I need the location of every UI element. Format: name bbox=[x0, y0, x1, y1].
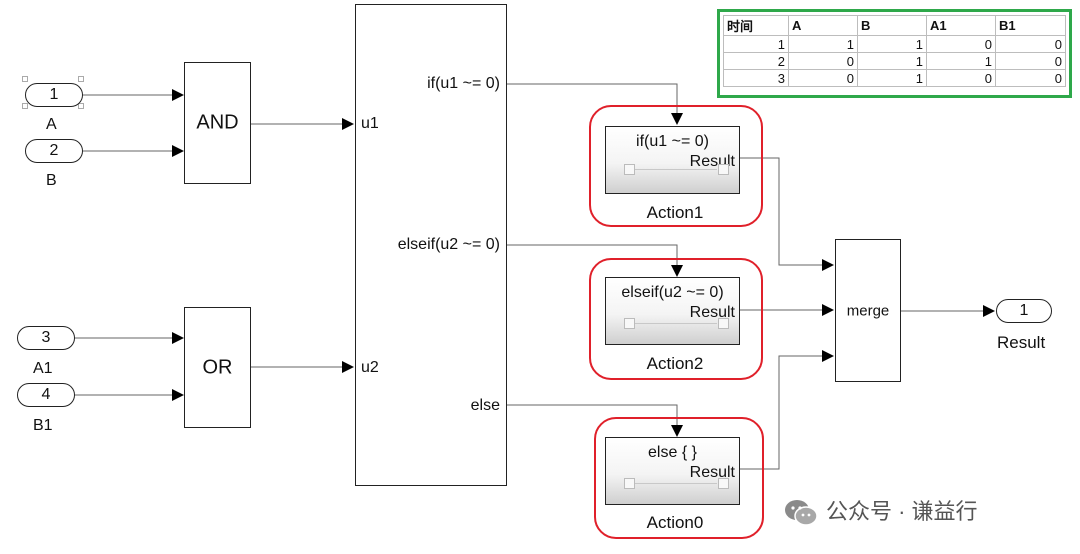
inport-2[interactable]: 2 bbox=[25, 139, 83, 163]
mini-line bbox=[635, 483, 717, 484]
table-header-cell: A bbox=[788, 15, 858, 36]
line-elseif-action2 bbox=[507, 244, 683, 277]
table-cell: 1 bbox=[857, 69, 927, 87]
table-header-cell: A1 bbox=[926, 15, 996, 36]
table-cell: 1 bbox=[788, 35, 858, 53]
table-row: 2 0 1 1 0 bbox=[723, 52, 1066, 70]
mini-outport-icon bbox=[718, 318, 729, 329]
action1-name: Action1 bbox=[646, 203, 704, 222]
mini-inport-icon bbox=[624, 164, 635, 175]
truth-table: 时间 A B A1 B1 1 1 1 0 0 2 0 1 1 0 3 0 1 0… bbox=[723, 15, 1066, 87]
watermark: 公众号 · 谦益行 bbox=[784, 494, 978, 527]
if-block[interactable]: u1 u2 if(u1 ~= 0) elseif(u2 ~= 0) else bbox=[355, 4, 507, 486]
table-cell: 0 bbox=[788, 52, 858, 70]
and-block[interactable]: AND bbox=[184, 62, 251, 184]
truth-table-panel: 时间 A B A1 B1 1 1 1 0 0 2 0 1 1 0 3 0 1 0… bbox=[717, 9, 1072, 98]
table-cell: 1 bbox=[857, 35, 927, 53]
or-block-label: OR bbox=[202, 356, 233, 378]
highlight-ring-action0 bbox=[594, 417, 764, 539]
wechat-icon bbox=[785, 500, 818, 526]
table-cell: 0 bbox=[788, 69, 858, 87]
if-output-if: if(u1 ~= 0) bbox=[427, 75, 500, 92]
table-cell: 3 bbox=[723, 69, 789, 87]
table-cell: 0 bbox=[995, 35, 1066, 53]
action0-subsystem[interactable]: else { } Result bbox=[605, 437, 740, 505]
mini-line bbox=[635, 169, 717, 170]
mini-line bbox=[635, 323, 717, 324]
action1-title: if(u1 ~= 0) bbox=[636, 133, 709, 150]
table-cell: 1 bbox=[857, 52, 927, 70]
table-header-row: 时间 A B A1 B1 bbox=[723, 15, 1066, 36]
action0-title: else { } bbox=[648, 444, 697, 461]
table-row: 1 1 1 0 0 bbox=[723, 35, 1066, 53]
line-if-action1 bbox=[507, 83, 683, 125]
line-action1-merge bbox=[740, 157, 834, 271]
table-cell: 1 bbox=[926, 52, 996, 70]
table-cell: 0 bbox=[995, 52, 1066, 70]
mini-outport-icon bbox=[718, 478, 729, 489]
action1-subsystem[interactable]: if(u1 ~= 0) Result bbox=[605, 126, 740, 194]
action2-result-port: Result bbox=[689, 304, 735, 321]
table-cell: 0 bbox=[926, 35, 996, 53]
mini-outport-icon bbox=[718, 164, 729, 175]
table-cell: 0 bbox=[995, 69, 1066, 87]
or-block[interactable]: OR bbox=[184, 307, 251, 428]
outport-1[interactable]: 1 bbox=[996, 299, 1052, 323]
inport-1[interactable]: 1 bbox=[25, 83, 83, 107]
outport-1-label: Result bbox=[997, 333, 1046, 352]
inport-3-label: A1 bbox=[33, 360, 53, 377]
action2-name: Action2 bbox=[646, 354, 704, 373]
table-header-cell: B bbox=[857, 15, 927, 36]
watermark-text: 公众号 · 谦益行 bbox=[826, 499, 978, 524]
table-header-cell: B1 bbox=[995, 15, 1066, 36]
action2-title: elseif(u2 ~= 0) bbox=[621, 284, 724, 301]
if-output-else: else bbox=[470, 397, 500, 414]
selection-handle[interactable] bbox=[78, 76, 84, 82]
selection-handle[interactable] bbox=[22, 76, 28, 82]
selection-handle[interactable] bbox=[78, 103, 84, 109]
inport-4-label: B1 bbox=[33, 417, 53, 434]
merge-block[interactable]: merge bbox=[835, 239, 901, 382]
if-input-u1: u1 bbox=[361, 115, 379, 132]
action0-result-port: Result bbox=[689, 464, 735, 481]
table-row: 3 0 1 0 0 bbox=[723, 69, 1066, 87]
table-cell: 0 bbox=[926, 69, 996, 87]
action2-subsystem[interactable]: elseif(u2 ~= 0) Result bbox=[605, 277, 740, 345]
mini-inport-icon bbox=[624, 478, 635, 489]
highlight-ring-action2 bbox=[589, 258, 763, 380]
highlight-ring-action1 bbox=[589, 105, 763, 227]
selection-handle[interactable] bbox=[22, 103, 28, 109]
mini-inport-icon bbox=[624, 318, 635, 329]
inport-2-label: B bbox=[46, 172, 57, 189]
and-block-label: AND bbox=[196, 111, 239, 134]
inport-3[interactable]: 3 bbox=[17, 326, 75, 350]
inport-4[interactable]: 4 bbox=[17, 383, 75, 407]
action0-name: Action0 bbox=[646, 513, 704, 532]
line-else-action0 bbox=[507, 404, 683, 437]
table-header-cell: 时间 bbox=[723, 15, 789, 36]
table-cell: 2 bbox=[723, 52, 789, 70]
if-output-elseif: elseif(u2 ~= 0) bbox=[397, 236, 500, 253]
inport-1-label: A bbox=[46, 116, 57, 133]
table-cell: 1 bbox=[723, 35, 789, 53]
if-input-u2: u2 bbox=[361, 359, 379, 376]
line-action0-merge bbox=[740, 350, 834, 470]
merge-block-label: merge bbox=[846, 302, 890, 319]
